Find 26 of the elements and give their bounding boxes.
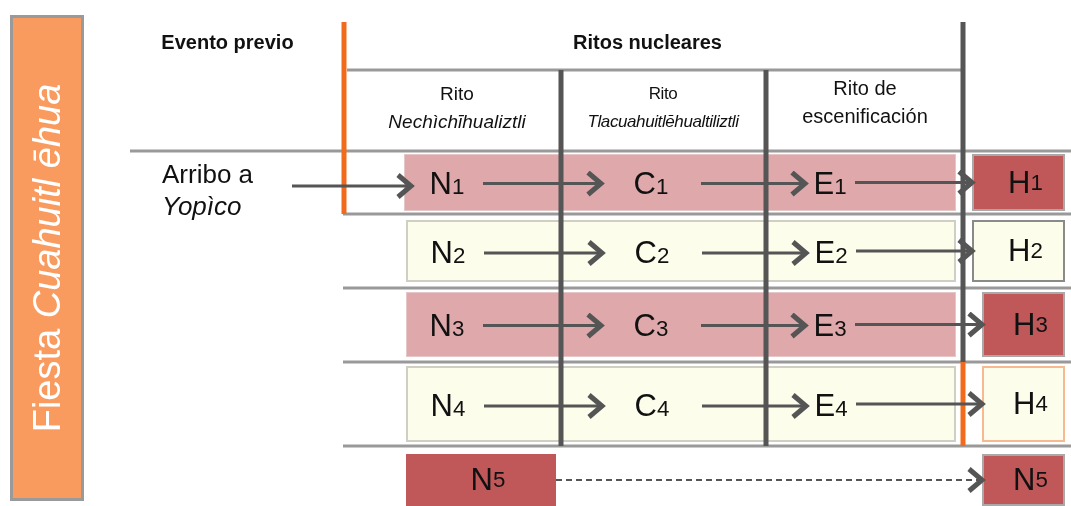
column-heading: Evento previo <box>160 30 295 55</box>
banner-box <box>10 15 84 501</box>
arrow <box>292 172 414 200</box>
banner-title: Fiesta Cuahuitl ēhua <box>25 83 69 433</box>
arrow <box>855 311 985 338</box>
row-band <box>406 292 956 357</box>
column-heading: Rito Tlacuahuitlēhualtiliztli <box>586 83 741 133</box>
arrow <box>701 312 808 339</box>
arrow <box>701 170 808 197</box>
row-band <box>406 366 956 442</box>
column-heading: Ritos nucleares <box>572 30 723 55</box>
arrow <box>702 392 809 420</box>
event-label: Arribo a Yopìco <box>162 158 292 224</box>
arrow <box>702 239 809 267</box>
row-band <box>404 154 956 211</box>
arrow <box>483 170 604 197</box>
arrow <box>483 312 604 339</box>
arrow <box>856 390 985 418</box>
dashed-arrow <box>555 466 985 494</box>
column-heading: Rito Nechìchīhualiztli <box>387 82 527 134</box>
arrow <box>484 392 605 420</box>
arrow <box>484 239 605 267</box>
row-band <box>406 220 956 282</box>
arrow <box>856 237 975 265</box>
arrow <box>855 169 975 196</box>
column-heading: Rito de escenificación <box>801 76 929 129</box>
